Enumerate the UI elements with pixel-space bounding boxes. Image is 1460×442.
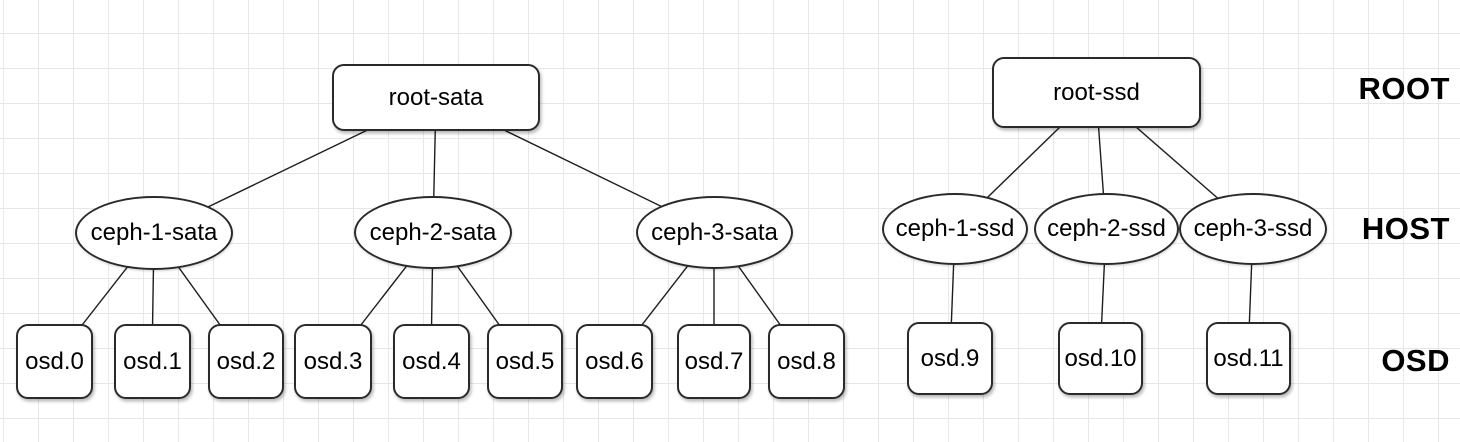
node-osd-9[interactable]: osd.9 [907, 322, 993, 395]
node-ceph-1-ssd[interactable]: ceph-1-ssd [882, 193, 1028, 265]
node-osd-5[interactable]: osd.5 [487, 324, 563, 399]
node-osd-3[interactable]: osd.3 [294, 324, 372, 399]
node-osd-11[interactable]: osd.11 [1206, 322, 1291, 395]
node-ceph-1-sata[interactable]: ceph-1-sata [75, 196, 233, 270]
node-osd-6[interactable]: osd.6 [576, 324, 653, 399]
level-label-osd: OSD [1381, 343, 1450, 378]
node-ceph-2-ssd[interactable]: ceph-2-ssd [1034, 193, 1179, 265]
level-label-root: ROOT [1358, 71, 1450, 106]
level-label-host: HOST [1361, 211, 1450, 246]
node-osd-4[interactable]: osd.4 [393, 324, 470, 399]
node-ceph-2-sata[interactable]: ceph-2-sata [354, 196, 512, 269]
node-osd-0[interactable]: osd.0 [16, 324, 93, 399]
node-osd-2[interactable]: osd.2 [208, 324, 284, 399]
node-osd-8[interactable]: osd.8 [768, 324, 845, 399]
node-osd-10[interactable]: osd.10 [1058, 322, 1143, 395]
node-root-sata[interactable]: root-sata [332, 64, 540, 131]
node-osd-7[interactable]: osd.7 [677, 324, 751, 399]
node-ceph-3-ssd[interactable]: ceph-3-ssd [1179, 193, 1327, 265]
node-root-ssd[interactable]: root-ssd [992, 57, 1201, 128]
node-ceph-3-sata[interactable]: ceph-3-sata [636, 196, 793, 269]
node-osd-1[interactable]: osd.1 [114, 324, 191, 399]
